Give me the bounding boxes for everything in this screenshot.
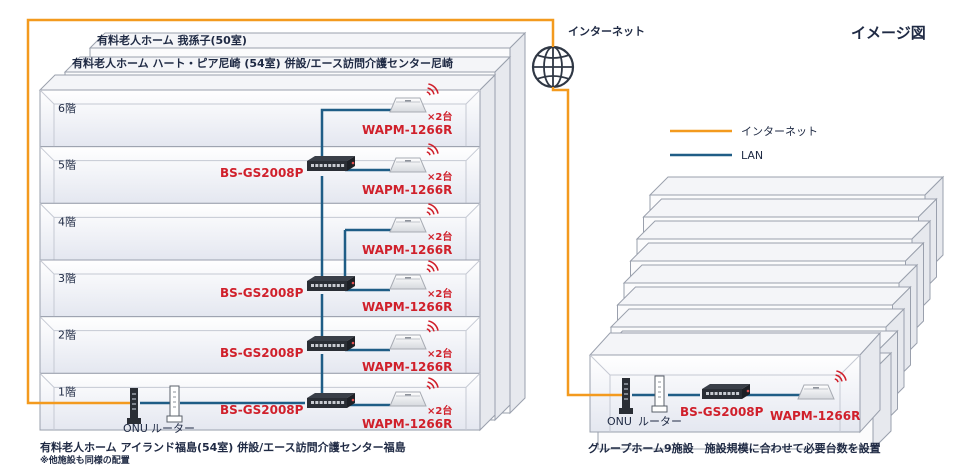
building-fukushima-caption: 有料老人ホーム アイランド福島(54室) 併設/エース訪問介護センター福島 — [40, 440, 406, 454]
access-point-icon — [389, 143, 439, 173]
wifi-wave-icon — [427, 207, 435, 215]
gh-onu-label: ONU — [607, 415, 632, 428]
gh-switch-icon — [702, 384, 750, 399]
onu-icon — [127, 388, 141, 424]
floor-5: 5階 — [39, 146, 481, 204]
ap-count-label: ×2台 — [427, 347, 452, 360]
building-abiko-label: 有料老人ホーム 我孫子(50室) — [97, 33, 247, 47]
legend-lan-label: LAN — [741, 149, 763, 162]
wifi-wave-icon — [426, 151, 431, 156]
wifi-wave-icon — [427, 264, 435, 272]
ap-model-label: WAPM-1266R — [362, 183, 452, 197]
switch-icon — [307, 393, 355, 408]
legend: インターネット LAN — [670, 125, 818, 162]
gh-ap-label: WAPM-1266R — [770, 409, 860, 423]
wifi-wave-icon — [836, 370, 847, 381]
building-amagasaki-label: 有料老人ホーム ハート・ピア尼崎 (54室) 併設/エース訪問介護センター尼崎 — [72, 56, 453, 70]
access-point-icon — [389, 203, 439, 233]
router-icon — [166, 385, 183, 423]
switch-model-label: BS-GS2008P — [220, 166, 304, 180]
lan-lines-building — [140, 108, 410, 407]
ap-count-label: ×2台 — [427, 287, 452, 300]
wifi-wave-icon — [426, 211, 431, 216]
wifi-wave-icon — [428, 260, 439, 271]
floor-label: 3階 — [58, 271, 76, 285]
access-point-icon — [389, 320, 439, 350]
wifi-wave-icon — [426, 91, 431, 96]
wifi-wave-icon — [426, 328, 431, 333]
ap-model-label: WAPM-1266R — [362, 123, 452, 137]
floor-label: 6階 — [58, 101, 76, 115]
floor-label: 2階 — [58, 328, 76, 342]
wifi-wave-icon — [426, 385, 431, 390]
internet-line-main — [26, 18, 555, 405]
wifi-wave-icon — [428, 320, 439, 331]
switch-model-label: BS-GS2008P — [220, 403, 304, 417]
devices-layer: WAPM-1266R×2台WAPM-1266R×2台BS-GS2008PWAPM… — [127, 83, 847, 431]
wifi-wave-icon — [427, 381, 435, 389]
onu-label: ONU — [123, 422, 148, 435]
floor-label: 5階 — [58, 158, 76, 172]
router-label: ルーター — [151, 422, 195, 435]
switch-icon — [307, 336, 355, 351]
switch-icon — [307, 276, 355, 291]
switch-model-label: BS-GS2008P — [220, 286, 304, 300]
gh-switch-label: BS-GS2008P — [680, 405, 764, 419]
wifi-wave-icon — [428, 377, 439, 388]
group-home-front — [588, 331, 882, 434]
wifi-wave-icon — [835, 374, 843, 382]
wifi-wave-icon — [428, 203, 439, 214]
access-point-icon — [389, 260, 439, 290]
building-note: ※他施設も同様の配置 — [40, 454, 130, 466]
wifi-wave-icon — [428, 143, 439, 154]
gh-router-label: ルーター — [638, 415, 682, 428]
wifi-wave-icon — [427, 87, 435, 95]
wifi-wave-icon — [427, 324, 435, 332]
floor-label: 1階 — [58, 384, 76, 398]
internet-line-group — [551, 87, 625, 397]
ap-model-label: WAPM-1266R — [362, 243, 452, 257]
ap-model-label: WAPM-1266R — [362, 360, 452, 374]
internet-label: インターネット — [568, 25, 645, 38]
legend-internet-label: インターネット — [741, 125, 818, 138]
ap-count-label: ×2台 — [427, 230, 452, 243]
switch-model-label: BS-GS2008P — [220, 346, 304, 360]
gh-access-point-icon — [797, 370, 847, 400]
gh-onu-icon — [619, 378, 633, 414]
switch-icon — [307, 156, 355, 171]
group-home-caption: グループホーム9施設 施設規模に合わせて必要台数を設置 — [588, 441, 881, 455]
access-point-icon — [389, 377, 439, 407]
floors-layer: 6階 5階 4階 3階 2階 1階 — [39, 89, 481, 431]
wifi-wave-icon — [427, 147, 435, 155]
ap-model-label: WAPM-1266R — [362, 417, 452, 431]
floor-label: 4階 — [58, 214, 76, 228]
ap-model-label: WAPM-1266R — [362, 300, 452, 314]
gh-router-icon — [651, 375, 668, 413]
wifi-wave-icon — [428, 83, 439, 94]
internet-globe-icon — [531, 45, 575, 89]
ap-count-label: ×2台 — [427, 170, 452, 183]
wifi-wave-icon — [834, 378, 839, 383]
diagram-title: イメージ図 — [851, 24, 926, 42]
access-point-icon — [389, 83, 439, 113]
wifi-wave-icon — [426, 268, 431, 273]
ap-count-label: ×2台 — [427, 404, 452, 417]
ap-count-label: ×2台 — [427, 110, 452, 123]
